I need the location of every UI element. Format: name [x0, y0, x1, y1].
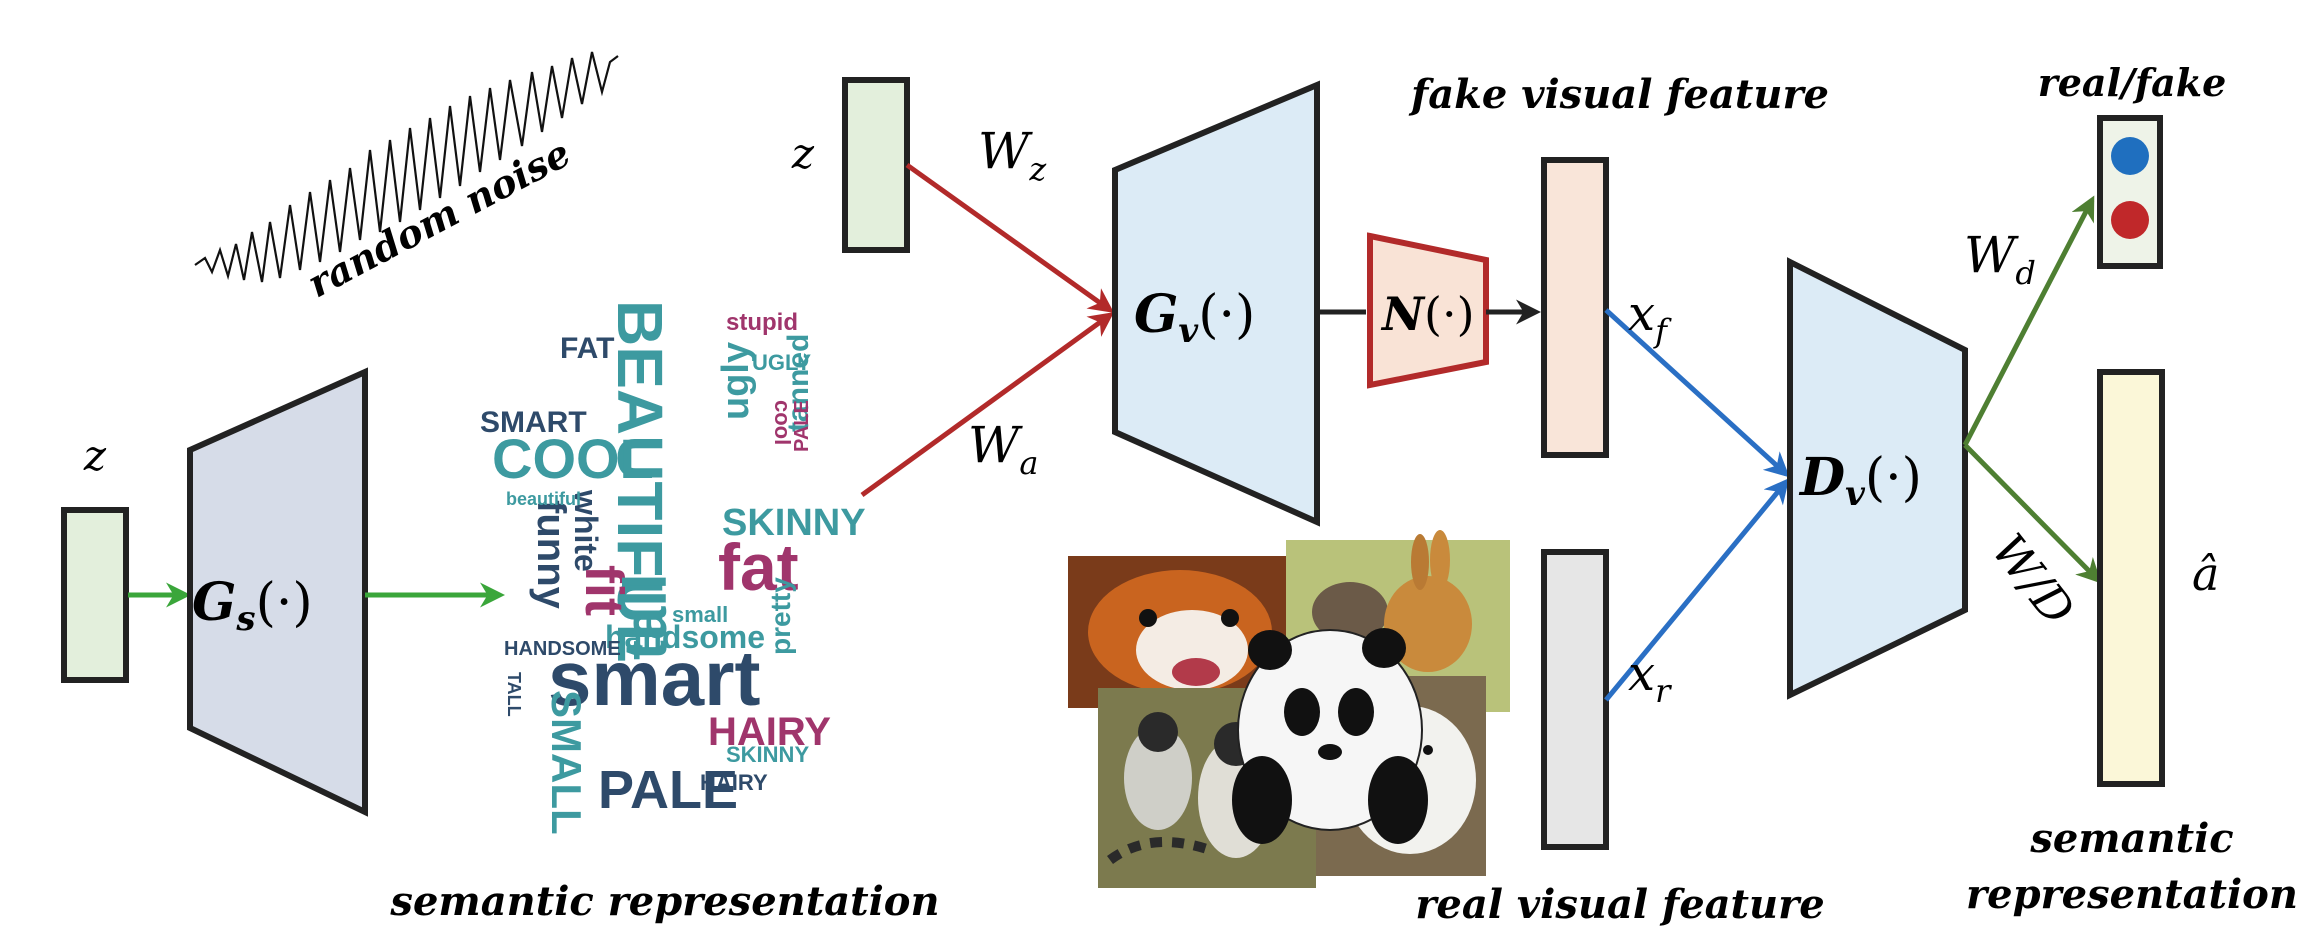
panda-eye-patch-icon: [1284, 688, 1320, 736]
cloud-word: HAIRY: [708, 710, 831, 754]
cloud-word: SMART: [480, 406, 587, 439]
cloud-word: fit: [574, 565, 634, 616]
cloud-word: stupid: [726, 309, 798, 336]
w-slash-d-label: W/D: [1981, 524, 2085, 636]
cloud-word: HAIRY: [700, 770, 768, 795]
cloud-word: SKINNY: [726, 742, 809, 767]
z-left-label: z: [83, 431, 107, 480]
xr-label: xr: [1628, 646, 1672, 710]
wd-label: Wd: [1964, 226, 2036, 292]
cloud-word: PALE: [598, 760, 738, 820]
cloud-word: smart: [548, 634, 760, 722]
cloud-word: HANDSOME: [504, 638, 621, 660]
wa-label: Wa: [968, 416, 1038, 482]
cloud-word: funny: [529, 500, 573, 610]
semantic-label-line1: semantic: [2029, 815, 2233, 862]
panda-nose-icon: [1318, 744, 1342, 760]
cloud-word: SMALL: [543, 690, 590, 835]
arrow-fake-to-dv: [1604, 308, 1790, 478]
xf-label: xf: [1628, 286, 1672, 350]
cloud-word: UGLY: [752, 350, 811, 375]
arrow-real-to-dv: [1604, 478, 1790, 702]
real-visual-feature-vector: [1541, 549, 1609, 850]
arrow-semantics-to-gv: [860, 312, 1115, 498]
cloud-word: tall: [612, 573, 679, 660]
random-noise-label: random noise: [300, 130, 578, 306]
cloud-word: TALL: [504, 672, 524, 717]
polar-bear-eye-icon: [1423, 745, 1433, 755]
lemur-face-icon: [1138, 712, 1178, 752]
semantic-generator-gs: [187, 367, 368, 817]
a-hat-label: â: [2192, 547, 2219, 601]
cloud-word: BEAUTIFUL: [604, 300, 676, 663]
z-top-label: z: [791, 129, 815, 178]
red-panda-eye-icon: [1139, 609, 1157, 627]
waveform-icon: [194, 51, 619, 283]
gs-label: Gs(·): [192, 572, 313, 639]
panda-arm-icon: [1232, 756, 1292, 844]
visual-generator-gv: [1112, 80, 1320, 527]
bunny-brown-icon: [1312, 582, 1388, 642]
arrow-dv-to-real-fake: [1962, 195, 2095, 447]
dv-label: Dv(·): [1798, 447, 1922, 514]
cloud-word: white: [568, 489, 604, 572]
cloud-word: tanned: [782, 334, 815, 432]
bunny-ear-icon: [1411, 534, 1429, 590]
cloud-word: fat: [718, 530, 799, 604]
arrow-dv-to-attributes: [1963, 443, 2102, 584]
fake-visual-feature-vector: [1541, 157, 1609, 458]
animal-photos-collage: [1068, 530, 1510, 888]
fake-dot-icon: [2111, 201, 2149, 239]
cloud-word: cool: [770, 400, 795, 445]
cloud-word: small: [672, 602, 728, 627]
real-dot-icon: [2111, 137, 2149, 175]
panda-ear-icon: [1248, 630, 1292, 670]
cloud-word: ugly: [715, 342, 757, 420]
semantic-label-line2: representation: [1966, 871, 2298, 918]
cloud-word: PALE: [791, 400, 813, 452]
cloud-word: SKINNY: [722, 502, 866, 544]
semantic-representation-bottom-label: semantic representation: [389, 878, 939, 925]
panda-ear-icon: [1362, 628, 1406, 668]
visual-discriminator-dv: [1787, 257, 1968, 700]
normalization-block-n: [1367, 232, 1489, 389]
cloud-word: beautiful: [506, 489, 581, 509]
lemur-tail-icon: [1107, 837, 1212, 865]
cloud-word: FAT: [560, 332, 614, 365]
wz-label: Wz: [978, 122, 1047, 188]
n-label: N(·): [1380, 287, 1475, 341]
latent-vector-z-top: [842, 77, 910, 253]
cloud-word: pretty: [765, 577, 796, 655]
real-visual-feature-label: real visual feature: [1415, 881, 1824, 928]
cloud-word: COOL: [492, 427, 654, 490]
real-fake-label: real/fake: [2038, 60, 2227, 105]
latent-vector-z-left: [61, 507, 129, 683]
cloud-word: handsome: [605, 619, 765, 655]
red-panda-eye-icon: [1221, 609, 1239, 627]
gv-label: Gv(·): [1134, 284, 1255, 351]
red-panda-mouth-icon: [1172, 658, 1220, 686]
lemur-icon: [1124, 726, 1192, 830]
bunny-ear-icon: [1430, 530, 1450, 590]
fake-visual-feature-label: fake visual feature: [1408, 71, 1829, 118]
predicted-attribute-vector: [2097, 369, 2165, 787]
arrow-z-to-gv: [905, 162, 1115, 313]
panda-arm-icon: [1368, 756, 1428, 844]
semantic-word-cloud: BEAUTIFUL COOL SMART FAT smart fat SKINN…: [480, 300, 866, 835]
red-panda-muzzle-icon: [1136, 610, 1248, 690]
panda-eye-patch-icon: [1338, 688, 1374, 736]
